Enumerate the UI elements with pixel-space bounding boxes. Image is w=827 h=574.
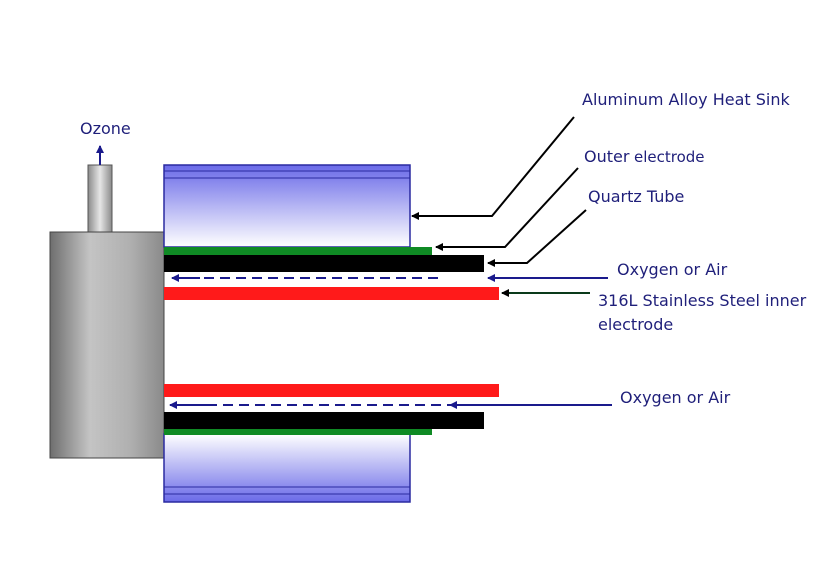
outer-electrode-label-a: Outer	[584, 147, 630, 166]
inner-electrode-bottom	[164, 384, 499, 397]
heat-sink-bottom	[163, 433, 411, 503]
ozone-outlet-pipe	[87, 164, 113, 234]
quartz-tube-top	[164, 255, 484, 272]
quartz-tube-pointer	[487, 209, 587, 267]
outer-electrode-pointer	[435, 167, 579, 251]
outer-electrode-label-b: electrode	[634, 148, 705, 166]
inner-electrode-label-line2: electrode	[598, 315, 673, 334]
ozone-label: Ozone	[80, 119, 131, 138]
outer-electrode-bottom	[164, 429, 432, 435]
quartz-tube-label: Quartz Tube	[588, 187, 684, 206]
heat-sink-top	[163, 164, 411, 248]
end-cap	[49, 231, 165, 459]
oxygen-top-label: Oxygen or Air	[617, 260, 728, 279]
heat-sink-label: Aluminum Alloy Heat Sink	[582, 90, 790, 109]
outer-electrode-top	[164, 247, 432, 255]
quartz-tube-bottom	[164, 412, 484, 429]
oxygen-bottom-label: Oxygen or Air	[620, 388, 731, 407]
inner-electrode-label-line1: 316L Stainless Steel inner	[598, 291, 807, 310]
heat-sink-pointer	[411, 116, 575, 220]
inner-electrode-top	[164, 287, 499, 300]
